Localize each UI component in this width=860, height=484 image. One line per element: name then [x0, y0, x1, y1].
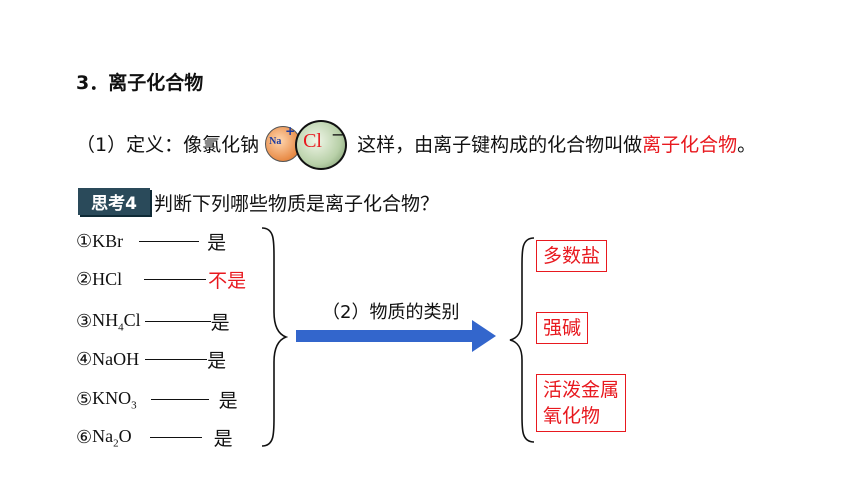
definition-middle: 这样，由离子键构成的化合物叫做 — [357, 133, 643, 156]
dash-line — [139, 241, 200, 242]
item-answer: 是 — [213, 428, 233, 450]
list-item: ⑥ Na2O 是 — [76, 424, 233, 451]
list-item: ⑤ KNO3 是 — [76, 386, 238, 413]
item-answer: 是 — [207, 232, 227, 254]
item-formula: NH4Cl — [92, 309, 141, 334]
definition-highlight: 离子化合物 — [642, 133, 738, 156]
think-question: 判断下列哪些物质是离子化合物？ — [154, 193, 440, 215]
think-badge: 思考4 — [78, 188, 150, 215]
category-line: 氧化物 — [543, 405, 601, 427]
definition-line: （1）定义：像氯化钠 Na + Cl − 这样，由离子键构成的化合物叫做 离子化… — [76, 120, 757, 170]
definition-suffix: 。 — [737, 133, 757, 156]
dash-line — [149, 437, 202, 438]
sodium-label: Na — [269, 136, 282, 147]
category-line: 活泼金属 — [543, 379, 620, 401]
list-item: ③ NH4Cl 是 — [76, 308, 230, 335]
dash-line — [150, 399, 209, 400]
item-formula: HCl — [92, 269, 123, 289]
blue-arrow — [296, 320, 496, 352]
right-brace — [261, 227, 288, 447]
list-item: ① KBr 是 — [76, 228, 226, 255]
item-answer: 不是 — [208, 270, 247, 292]
chloride-label: Cl — [303, 130, 322, 152]
item-answer: 是 — [218, 390, 238, 412]
item-number: ⑥ — [76, 427, 93, 448]
dash-line — [144, 279, 207, 280]
item-number: ② — [76, 269, 93, 290]
sodium-charge: + — [285, 124, 296, 138]
left-brace — [509, 237, 535, 443]
chloride-ion-ball — [295, 120, 348, 170]
item-formula: KBr — [92, 231, 124, 251]
item-answer: 是 — [210, 312, 230, 334]
item-number: ① — [76, 231, 93, 252]
nacl-ion-illustration: Na + Cl − — [265, 120, 351, 170]
category-box: 强碱 — [536, 312, 589, 344]
dash-line — [144, 321, 211, 322]
item-formula: NaOH — [92, 349, 140, 369]
category-box: 多数盐 — [536, 240, 608, 272]
item-number: ④ — [76, 349, 93, 370]
dash-line — [145, 359, 208, 360]
item-formula: KNO3 — [92, 387, 137, 412]
category-box: 活泼金属 氧化物 — [536, 374, 627, 432]
chloride-charge: − — [331, 125, 345, 144]
item-number: ③ — [76, 311, 93, 332]
item-number: ⑤ — [76, 389, 93, 410]
item-formula: Na2O — [92, 425, 132, 450]
definition-prefix: （1）定义：像氯化钠 — [76, 133, 260, 156]
item-answer: 是 — [207, 350, 227, 372]
section-title: 3．离子化合物 — [76, 72, 204, 94]
arrow-label: （2）物质的类别 — [322, 302, 460, 323]
list-item: ② HCl 不是 — [76, 266, 246, 293]
list-item: ④ NaOH 是 — [76, 346, 226, 373]
